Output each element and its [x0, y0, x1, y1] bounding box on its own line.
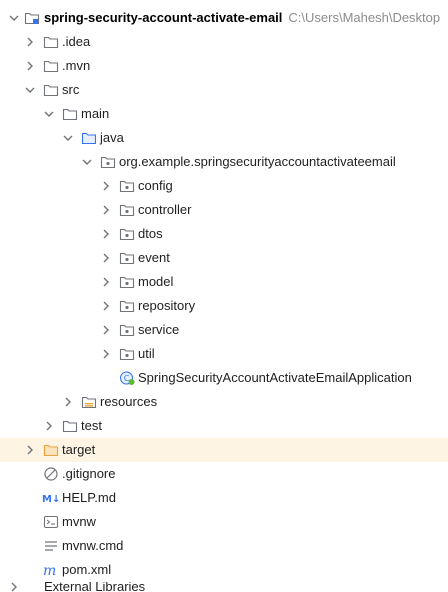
maven-file-icon: m [43, 562, 59, 578]
tree-label-test: test [81, 418, 102, 433]
package-icon [119, 178, 135, 194]
package-icon [100, 154, 116, 170]
chevron-right-icon[interactable] [60, 390, 76, 414]
tree-row-java[interactable]: java [0, 126, 448, 150]
tree-row-help[interactable]: M↓ HELP.md [0, 486, 448, 510]
tree-row-mvn[interactable]: .mvn [0, 54, 448, 78]
chevron-down-icon[interactable] [60, 126, 76, 150]
tree-label-java: java [100, 130, 124, 145]
tree-row-src[interactable]: src [0, 78, 448, 102]
tree-row-config[interactable]: config [0, 174, 448, 198]
tree-label-package: org.example.springsecurityaccountactivat… [119, 154, 396, 169]
chevron-right-icon[interactable] [98, 174, 114, 198]
package-icon [119, 202, 135, 218]
tree-label-event: event [138, 250, 170, 265]
excluded-folder-icon [43, 442, 59, 458]
tree-label-util: util [138, 346, 155, 361]
tree-label-external: External Libraries [44, 582, 146, 592]
tree-row-app-class[interactable]: C SpringSecurityAccountActivateEmailAppl… [0, 366, 448, 390]
chevron-right-icon[interactable] [98, 222, 114, 246]
chevron-down-icon[interactable] [41, 102, 57, 126]
tree-row-project[interactable]: spring-security-account-activate-email C:… [0, 6, 448, 30]
tree-row-controller[interactable]: controller [0, 198, 448, 222]
tree-label-idea: .idea [62, 34, 91, 49]
tree-label-controller: controller [138, 202, 192, 217]
folder-icon [43, 58, 59, 74]
tree-label-repository: repository [138, 298, 196, 313]
chevron-down-icon[interactable] [6, 6, 22, 30]
package-icon [119, 298, 135, 314]
tree-label-help: HELP.md [62, 490, 116, 505]
svg-text:m: m [43, 563, 56, 578]
package-icon [119, 274, 135, 290]
spring-boot-class-icon: C [119, 370, 135, 386]
tree-row-event[interactable]: event [0, 246, 448, 270]
folder-icon [62, 106, 78, 122]
package-icon [119, 226, 135, 242]
chevron-right-icon[interactable] [98, 294, 114, 318]
tree-row-mvnw-cmd[interactable]: mvnw.cmd [0, 534, 448, 558]
chevron-right-icon[interactable] [98, 198, 114, 222]
tree-row-idea[interactable]: .idea [0, 30, 448, 54]
tree-row-resources[interactable]: resources [0, 390, 448, 414]
tree-row-mvnw[interactable]: mvnw [0, 510, 448, 534]
tree-label-gitignore: .gitignore [62, 466, 116, 481]
tree-label-mvn: .mvn [62, 58, 91, 73]
ignore-file-icon [43, 466, 59, 482]
project-path: C:\Users\Mahesh\Desktop [288, 10, 441, 25]
tree-label-src: src [62, 82, 80, 97]
chevron-right-icon[interactable] [22, 54, 38, 78]
tree-label-mvnw-cmd: mvnw.cmd [62, 538, 124, 553]
tree-label-service: service [138, 322, 180, 337]
package-icon [119, 346, 135, 362]
tree-label-pom: pom.xml [62, 562, 112, 577]
tree-row-service[interactable]: service [0, 318, 448, 342]
chevron-down-icon[interactable] [22, 78, 38, 102]
chevron-right-icon[interactable] [41, 414, 57, 438]
tree-label-resources: resources [100, 394, 158, 409]
tree-row-package[interactable]: org.example.springsecurityaccountactivat… [0, 150, 448, 174]
text-file-icon [43, 538, 59, 554]
svg-text:M↓: M↓ [42, 494, 60, 505]
module-folder-icon [24, 10, 40, 26]
chevron-right-icon[interactable] [98, 342, 114, 366]
resources-folder-icon [81, 394, 97, 410]
tree-row-target[interactable]: target [0, 438, 448, 462]
chevron-right-icon[interactable] [98, 318, 114, 342]
tree-row-pom[interactable]: m pom.xml [0, 558, 448, 582]
folder-icon [43, 34, 59, 50]
chevron-right-icon[interactable] [22, 438, 38, 462]
tree-row-dtos[interactable]: dtos [0, 222, 448, 246]
chevron-down-icon[interactable] [79, 150, 95, 174]
tree-row-repository[interactable]: repository [0, 294, 448, 318]
folder-icon [62, 418, 78, 434]
tree-label-config: config [138, 178, 173, 193]
tree-row-util[interactable]: util [0, 342, 448, 366]
project-tree: spring-security-account-activate-email C:… [0, 6, 448, 592]
tree-label-main: main [81, 106, 110, 121]
source-folder-icon [81, 130, 97, 146]
svg-text:C: C [124, 374, 130, 383]
tree-row-test[interactable]: test [0, 414, 448, 438]
tree-label-mvnw: mvnw [62, 514, 96, 529]
project-name: spring-security-account-activate-email [44, 10, 283, 25]
markdown-file-icon: M↓ [42, 491, 60, 507]
tree-label-app-class: SpringSecurityAccountActivateEmailApplic… [138, 370, 412, 385]
tree-label-target: target [62, 442, 96, 457]
package-icon [119, 250, 135, 266]
chevron-right-icon[interactable] [6, 582, 22, 592]
shell-script-icon [43, 514, 59, 530]
tree-row-gitignore[interactable]: .gitignore [0, 462, 448, 486]
chevron-right-icon[interactable] [22, 30, 38, 54]
tree-row-external-libraries[interactable]: External Libraries [0, 582, 448, 592]
tree-row-model[interactable]: model [0, 270, 448, 294]
chevron-right-icon[interactable] [98, 270, 114, 294]
tree-row-main[interactable]: main [0, 102, 448, 126]
folder-icon [43, 82, 59, 98]
package-icon [119, 322, 135, 338]
chevron-right-icon[interactable] [98, 246, 114, 270]
tree-label-model: model [138, 274, 174, 289]
tree-label-dtos: dtos [138, 226, 163, 241]
